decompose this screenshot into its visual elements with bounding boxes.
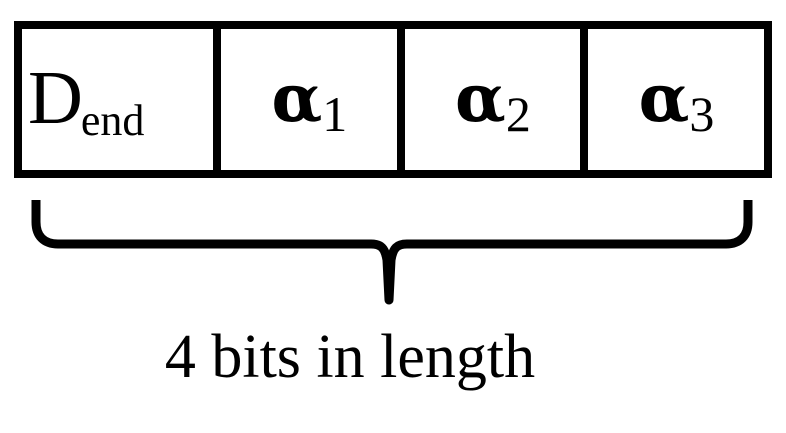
packet-field-alpha-2-base: α: [455, 58, 506, 137]
packet-field-alpha-3-label: α3: [639, 65, 715, 139]
packet-field-d-end: Dend: [22, 29, 213, 170]
packet-field-alpha-1-base: α: [271, 58, 322, 137]
packet-field-alpha-3-subscript: 3: [689, 85, 715, 142]
packet-field-alpha-2-label: α2: [455, 65, 531, 139]
packet-field-alpha-3: α3: [579, 29, 764, 170]
span-brace-icon: [31, 200, 753, 305]
packet-field-d-end-subscript: end: [80, 95, 145, 145]
packet-field-alpha-2-subscript: 2: [505, 85, 531, 142]
packet-field-alpha-3-base: α: [638, 58, 690, 137]
span-brace: [0, 190, 786, 310]
packet-field-d-end-base: D: [28, 55, 83, 140]
packet-field-alpha-1: α1: [212, 29, 397, 170]
brace-caption: 4 bits in length: [164, 323, 536, 391]
packet-field-table: Dend α1 α2 α3: [14, 21, 772, 178]
packet-field-alpha-1-subscript: 1: [322, 85, 348, 142]
packet-field-alpha-2: α2: [396, 29, 580, 170]
packet-field-alpha-1-label: α1: [271, 65, 347, 139]
packet-field-d-end-label: Dend: [28, 60, 146, 143]
